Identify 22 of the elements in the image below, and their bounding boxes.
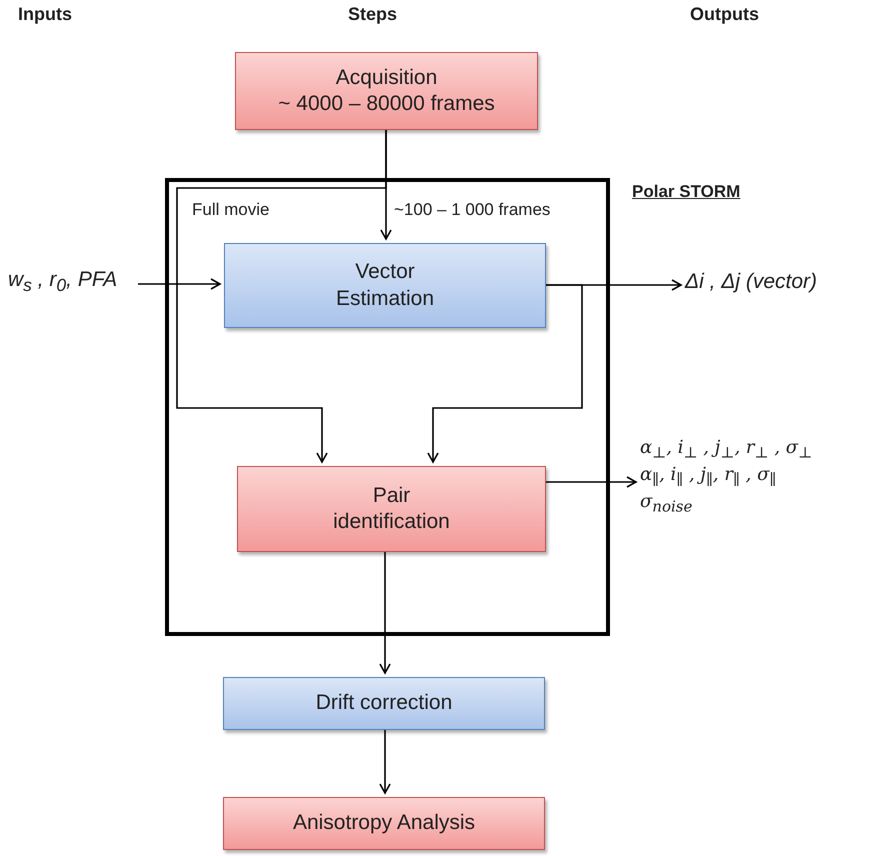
parameter-list: α$_{⊥}$, i$_{⊥}$ , j$_{⊥}$, r$_{⊥}$ , σ$_{⊥}$: [640, 436, 868, 463]
column-heading: Inputs: [18, 4, 72, 25]
process-box: Pair identification: [237, 466, 546, 552]
parameter-list: σ$_{noise}$: [640, 490, 868, 517]
process-box: [235, 52, 538, 130]
arrow: [427, 284, 583, 463]
box-text: ~ 4000 – 80000 frames: [278, 91, 495, 117]
arrow: [138, 278, 221, 290]
box-text: Acquisition: [336, 64, 438, 91]
process-box: Vector Estimation: [224, 243, 546, 328]
column-heading: Outputs: [690, 4, 759, 25]
arrow: [546, 476, 637, 488]
arrow: [176, 130, 387, 463]
arrow: [379, 730, 391, 794]
output-parameters: Δi , Δj (vector): [685, 270, 870, 302]
process-box: Drift correction: [223, 677, 545, 730]
arrow: [379, 552, 391, 674]
column-heading: Steps: [348, 4, 398, 25]
frame-title: Polar STORM: [632, 182, 740, 202]
process-box: Anisotropy Analysis: [223, 797, 545, 850]
parameter-list: α$_{∥}$, i$_{∥}$ , j$_{∥}$, r$_{∥}$ , σ$_{∥}$: [640, 462, 868, 490]
input-parameters: w$_{s}$ , r$_{0}$, PFA: [8, 268, 138, 300]
